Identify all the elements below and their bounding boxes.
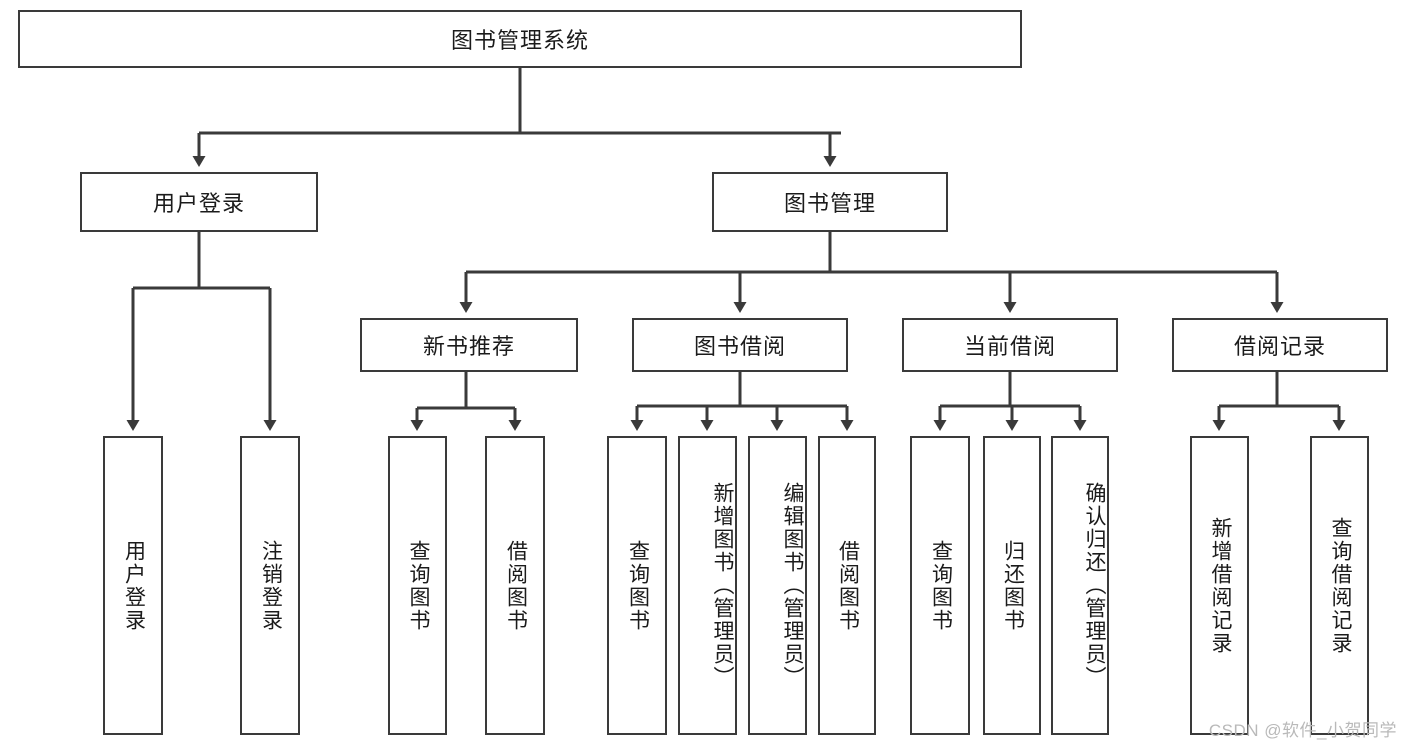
- node-borrow-record-label: 借阅记录: [1233, 334, 1326, 359]
- leaf-user-login[interactable]: 用户登录: [103, 436, 163, 735]
- leaf-return-book[interactable]: 归还图书: [983, 436, 1041, 735]
- node-user-login[interactable]: 用户登录: [80, 172, 318, 232]
- leaf-add-book-admin-label: 新增图书（管理员）: [711, 482, 734, 689]
- node-book-borrow-label: 图书借阅: [693, 334, 786, 359]
- node-user-login-label: 用户登录: [152, 191, 245, 216]
- node-book-borrow[interactable]: 图书借阅: [632, 318, 848, 372]
- node-current-borrow[interactable]: 当前借阅: [902, 318, 1118, 372]
- leaf-add-borrow-record-label: 新增借阅记录: [1208, 516, 1232, 655]
- leaf-edit-book-admin[interactable]: 编辑图书（管理员）: [748, 436, 807, 735]
- leaf-query-book-recommend[interactable]: 查询图书: [388, 436, 447, 735]
- leaf-add-book-admin[interactable]: 新增图书（管理员）: [678, 436, 737, 735]
- node-borrow-record[interactable]: 借阅记录: [1172, 318, 1388, 372]
- leaf-logout-label: 注销登录: [259, 539, 283, 632]
- node-book-management[interactable]: 图书管理: [712, 172, 948, 232]
- leaf-return-book-label: 归还图书: [1001, 539, 1025, 632]
- node-new-book-recommend[interactable]: 新书推荐: [360, 318, 578, 372]
- node-book-management-label: 图书管理: [783, 191, 876, 216]
- node-root-label: 图书管理系统: [450, 28, 589, 53]
- leaf-logout[interactable]: 注销登录: [240, 436, 300, 735]
- leaf-borrow-book-label: 借阅图书: [836, 539, 860, 632]
- leaf-edit-book-admin-label: 编辑图书（管理员）: [781, 482, 804, 689]
- leaf-borrow-book[interactable]: 借阅图书: [818, 436, 876, 735]
- leaf-confirm-return-admin[interactable]: 确认归还（管理员）: [1051, 436, 1109, 735]
- leaf-query-book-recommend-label: 查询图书: [406, 539, 430, 632]
- leaf-borrow-book-recommend[interactable]: 借阅图书: [485, 436, 545, 735]
- node-root[interactable]: 图书管理系统: [18, 10, 1022, 68]
- leaf-query-borrow-record-label: 查询借阅记录: [1328, 516, 1352, 655]
- node-new-book-recommend-label: 新书推荐: [422, 334, 515, 359]
- leaf-query-book-borrow-label: 查询图书: [626, 539, 650, 632]
- leaf-query-book-borrow[interactable]: 查询图书: [607, 436, 667, 735]
- node-current-borrow-label: 当前借阅: [963, 334, 1056, 359]
- csdn-watermark: CSDN @软件_小贺同学: [1208, 721, 1397, 740]
- leaf-query-book-current[interactable]: 查询图书: [910, 436, 970, 735]
- leaf-add-borrow-record[interactable]: 新增借阅记录: [1190, 436, 1249, 735]
- leaf-borrow-book-recommend-label: 借阅图书: [504, 539, 528, 632]
- leaf-query-book-current-label: 查询图书: [929, 539, 953, 632]
- leaf-confirm-return-admin-label: 确认归还（管理员）: [1083, 482, 1106, 689]
- leaf-user-login-label: 用户登录: [122, 539, 146, 632]
- leaf-query-borrow-record[interactable]: 查询借阅记录: [1310, 436, 1369, 735]
